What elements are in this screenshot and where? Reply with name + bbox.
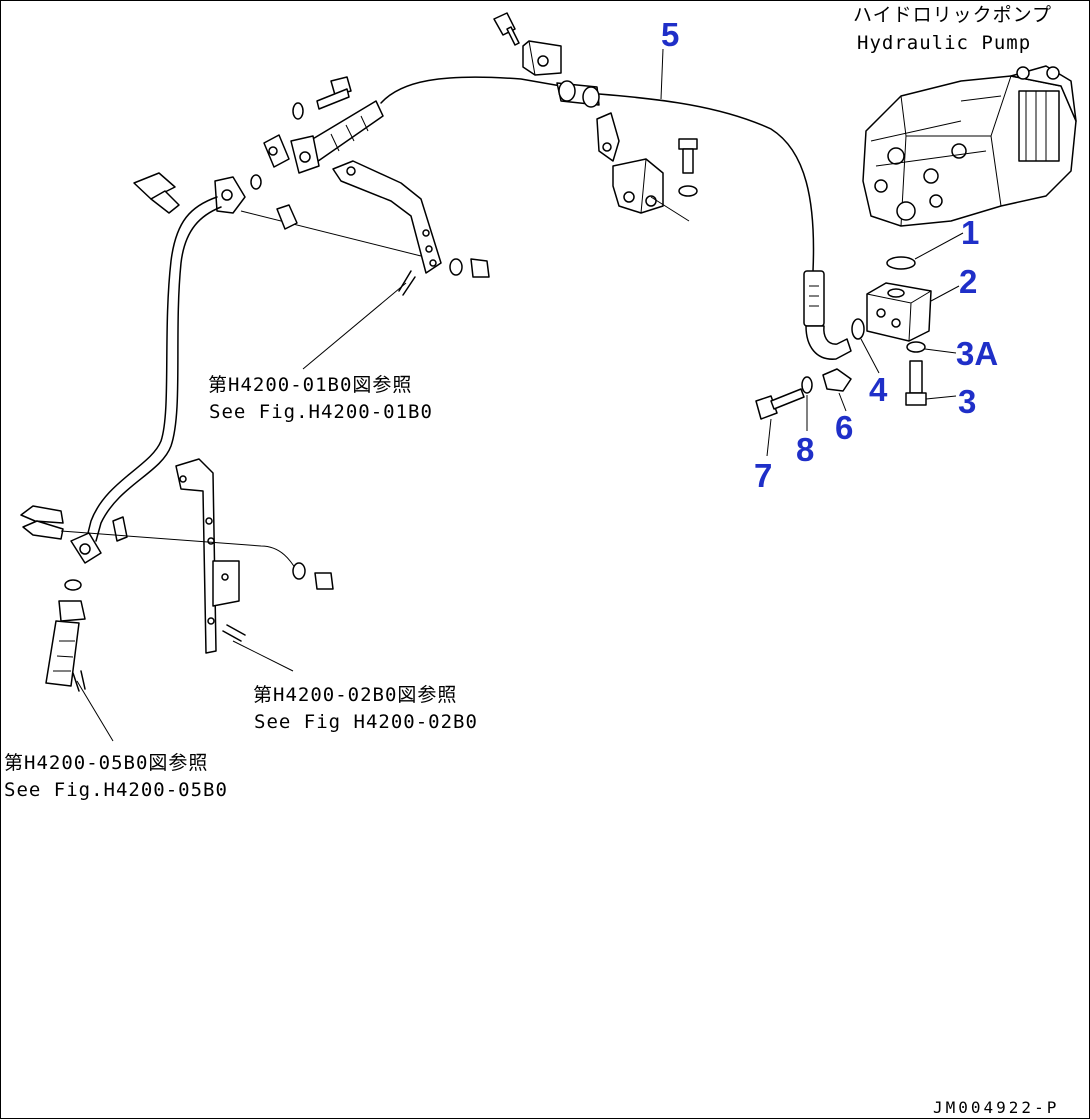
- reference-1-jp: 第H4200-01B0図参照: [208, 374, 412, 396]
- u-clamp-upper: [133, 172, 180, 214]
- reference-3-en: See Fig.H4200-05B0: [4, 779, 228, 801]
- hose-coupling: [556, 80, 600, 108]
- top-clamp: [522, 40, 562, 76]
- callout-6: 6: [835, 409, 853, 446]
- o-ring-part-4: [851, 318, 865, 340]
- upper-axis-line: [240, 210, 422, 257]
- bolt-part-3: [905, 360, 957, 406]
- lower-bracket: [175, 458, 240, 654]
- bracket-bolt: [678, 138, 698, 197]
- upper-bolt: [292, 76, 352, 120]
- reference-leader-2: [222, 624, 294, 672]
- washer-part-8: [801, 376, 813, 394]
- flange-block-part-2: [866, 282, 960, 342]
- lower-clip: [112, 516, 128, 542]
- u-clamp-lower: [20, 505, 64, 540]
- o-ring-part-1: [886, 256, 916, 270]
- bolt-part-7: [755, 388, 805, 457]
- callout-2: 2: [959, 263, 977, 300]
- title-jp: ハイドロリックポンプ: [853, 4, 1052, 26]
- callout-1: 1: [961, 214, 979, 251]
- reference-leader-1: [302, 270, 416, 370]
- steel-pipe: [85, 196, 222, 542]
- lower-hose-end: [45, 600, 86, 687]
- top-bolt: [493, 12, 520, 46]
- callout-4: 4: [869, 371, 888, 408]
- upper-bracket: [332, 160, 490, 278]
- lower-o-ring: [64, 579, 82, 591]
- lower-nut: [314, 572, 334, 590]
- callout-3a: 3A: [956, 335, 998, 372]
- lower-washer: [292, 562, 306, 580]
- callout-8: 8: [796, 431, 814, 468]
- upper-hose-end: [250, 100, 384, 190]
- drawing-code: JM004922-P: [933, 1098, 1059, 1117]
- reference-3-jp: 第H4200-05B0図参照: [4, 752, 208, 774]
- upper-pipe-clamp: [214, 176, 298, 230]
- reference-2-en: See Fig H4200-02B0: [254, 711, 478, 733]
- hose-clamp-bracket: [596, 112, 690, 222]
- lower-flange: [70, 532, 102, 564]
- reference-2-jp: 第H4200-02B0図参照: [253, 684, 457, 706]
- callout-3: 3: [958, 383, 976, 420]
- title-en: Hydraulic Pump: [857, 32, 1031, 54]
- hydraulic-hose-part-5: [380, 48, 852, 360]
- callout-7: 7: [754, 457, 772, 494]
- callout-5: 5: [661, 16, 679, 53]
- reference-1-en: See Fig.H4200-01B0: [209, 401, 433, 423]
- washer-part-3a: [906, 341, 926, 353]
- hose-clip-part-6: [822, 368, 852, 412]
- reference-leader-3: [72, 670, 114, 742]
- hydraulic-pump: [862, 65, 1077, 227]
